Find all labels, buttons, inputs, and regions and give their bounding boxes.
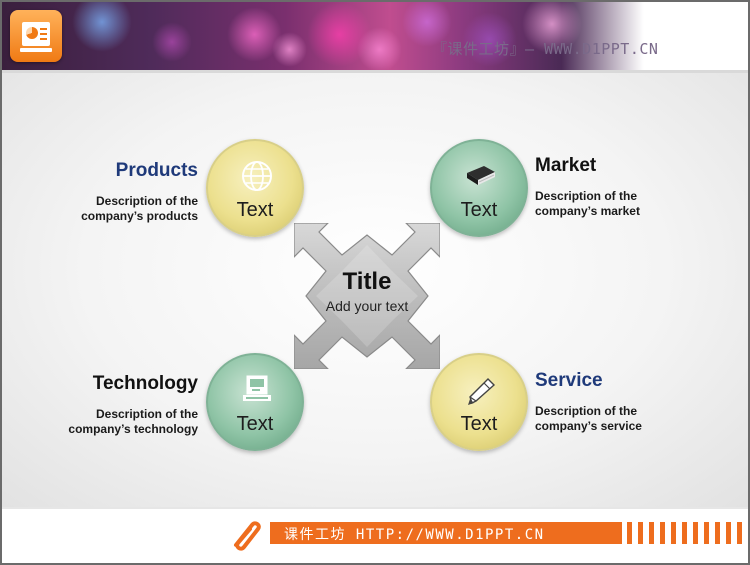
- header-brand-text: 『课件工坊』— WWW.D1PPT.CN: [432, 40, 659, 58]
- market-circle-text: Text: [460, 199, 498, 221]
- footer-bar: 课件工坊 HTTP://WWW.D1PPT.CN: [2, 507, 748, 563]
- service-description: Description of the company’s service: [535, 404, 642, 433]
- service-circle-text: Text: [460, 413, 498, 435]
- products-description: Description of the company’s products: [81, 194, 198, 223]
- technology-circle-text: Text: [236, 413, 274, 435]
- market-heading: Market: [535, 155, 597, 176]
- service-circle: Text: [430, 353, 528, 451]
- header-divider: [2, 70, 748, 73]
- footer-band: [270, 522, 622, 544]
- footer-text: 课件工坊 HTTP://WWW.D1PPT.CN: [284, 527, 545, 543]
- technology-circle: Text: [206, 353, 304, 451]
- globe-icon: [242, 161, 272, 191]
- technology-description: Description of the company’s technology: [68, 407, 198, 436]
- four-way-arrow-shape: [294, 223, 440, 369]
- presentation-icon: [10, 10, 62, 62]
- service-heading: Service: [535, 370, 603, 391]
- center-subtitle: Add your text: [325, 298, 409, 314]
- market-description: Description of the company’s market: [535, 189, 640, 218]
- header-banner: 『课件工坊』— WWW.D1PPT.CN: [2, 2, 748, 70]
- book-icon: [467, 166, 495, 185]
- products-circle: Text: [206, 139, 304, 237]
- paperclip-icon: [234, 521, 261, 551]
- market-circle: Text: [430, 139, 528, 237]
- products-heading: Products: [115, 160, 198, 181]
- diagram-stage: Title Add your text Products Description…: [2, 73, 748, 507]
- pencil-icon: [468, 378, 496, 405]
- center-title: Title: [342, 268, 392, 295]
- computer-icon: [243, 375, 271, 401]
- footer-stripes: [627, 522, 748, 544]
- products-circle-text: Text: [236, 199, 274, 221]
- technology-heading: Technology: [92, 373, 198, 394]
